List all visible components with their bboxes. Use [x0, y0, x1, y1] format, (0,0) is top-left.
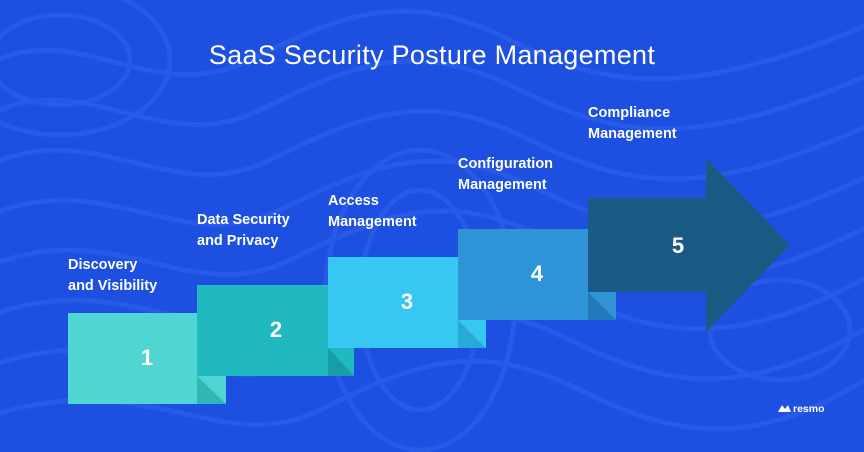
step-5-arrow [588, 158, 790, 332]
step-3-shadow [458, 320, 486, 348]
logo-text: resmo [793, 403, 825, 415]
step-3-label: Access Management [328, 193, 417, 230]
step-4-number: 4 [530, 261, 544, 286]
resmo-logo: resmo [776, 403, 825, 415]
step-1-number: 1 [140, 345, 154, 370]
step-3-number: 3 [400, 289, 414, 314]
step-1-shadow [197, 376, 226, 404]
step-4-shadow [588, 292, 616, 320]
step-5-number: 5 [671, 233, 685, 258]
step-4-label: Configuration Management [458, 156, 554, 193]
logo-mark-spacer [776, 405, 790, 414]
step-2-label: Data Security and Privacy [197, 212, 290, 249]
step-5-label: Compliance Management [588, 105, 677, 142]
step-2-number: 2 [269, 317, 283, 342]
step-1-label: Discovery and Visibility [68, 257, 158, 294]
step-2-block [197, 285, 354, 376]
resmo-logo-icon [778, 405, 791, 412]
diagram-title: SaaS Security Posture Management [208, 40, 656, 70]
step-2-shadow [328, 348, 354, 376]
